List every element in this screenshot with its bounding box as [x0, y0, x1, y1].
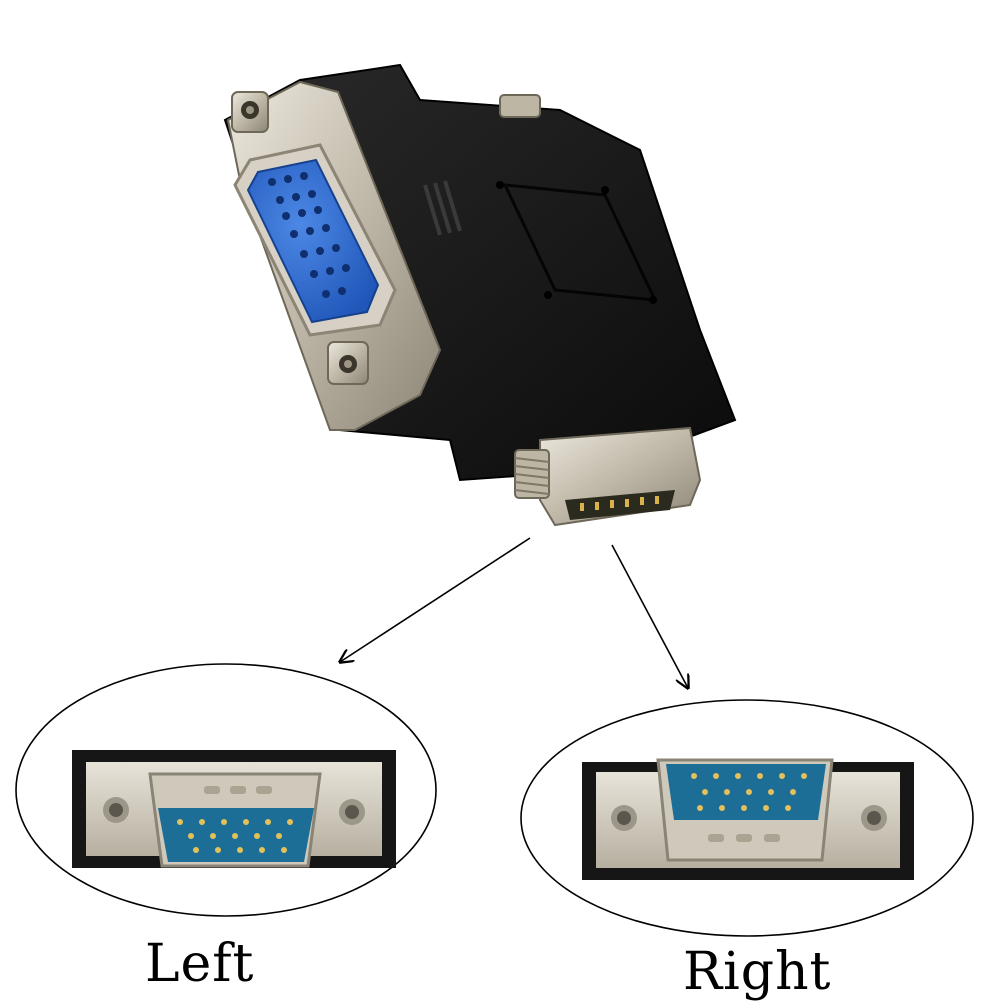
right-label: Right	[683, 942, 832, 1002]
housing-hole	[544, 291, 552, 299]
rear-screw	[499, 94, 541, 118]
shell-dimples	[204, 786, 272, 794]
arrow-to-right	[611, 544, 688, 688]
screw-post-top	[231, 91, 269, 133]
right-detail	[520, 699, 974, 937]
left-detail	[15, 663, 437, 917]
screw-icon	[861, 805, 887, 831]
grip-ridges	[423, 180, 462, 236]
vga-adapter	[223, 63, 737, 527]
arrow-to-left	[340, 537, 531, 662]
pin-tips	[580, 496, 659, 511]
right-callout-ellipse	[520, 699, 974, 937]
screw-icon	[339, 799, 365, 825]
thumb-screw	[514, 449, 550, 499]
screw-post-bottom	[327, 341, 369, 385]
socket-holes	[268, 172, 350, 298]
screw-icon	[611, 805, 637, 831]
housing-hole	[496, 181, 504, 189]
left-pins	[177, 819, 293, 853]
screw-icon	[103, 797, 129, 823]
housing-hole	[601, 186, 609, 194]
male-connector-pins	[565, 490, 675, 520]
left-label: Left	[145, 934, 255, 994]
shell-dimples	[708, 834, 780, 842]
housing-hole	[649, 296, 657, 304]
left-callout-ellipse	[15, 663, 437, 917]
right-pins	[691, 773, 807, 811]
